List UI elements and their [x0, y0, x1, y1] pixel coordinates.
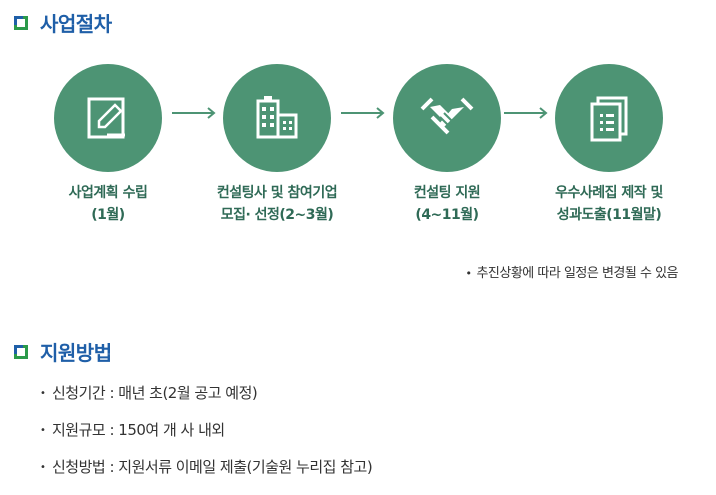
- support-method-list: •신청기간 : 매년 초(2월 공고 예정) •지원규모 : 150여 개 사 …: [40, 382, 373, 493]
- step-label: 사업계획 수립(1월): [68, 185, 148, 223]
- step-circle: [393, 64, 501, 172]
- section-header-procedure: 사업절차: [14, 8, 112, 37]
- section-header-method: 지원방법: [14, 337, 112, 366]
- section-square-icon: [14, 15, 28, 30]
- buildings-icon: [256, 96, 298, 139]
- schedule-note: 추진상황에 따라 일정은 변경될 수 있음: [465, 262, 678, 281]
- step-circle: [223, 64, 331, 172]
- section-title: 지원방법: [40, 341, 112, 365]
- list-item: •지원규모 : 150여 개 사 내외: [40, 419, 372, 456]
- arrow-right-icon: [341, 107, 385, 119]
- step-circle: [54, 64, 162, 172]
- step-label: 컨설팅 지원(4~11월): [413, 185, 481, 223]
- handshake-icon: [420, 97, 474, 135]
- process-step-1: 사업계획 수립(1월): [33, 64, 183, 226]
- step-circle: [555, 64, 663, 172]
- arrow-right-icon: [172, 107, 216, 119]
- bullet-dot-icon: •: [40, 462, 46, 473]
- section-title: 사업절차: [40, 12, 112, 36]
- bullet-dot-icon: •: [40, 425, 46, 436]
- process-step-3: 컨설팅 지원(4~11월): [372, 64, 522, 226]
- section-square-icon: [14, 344, 28, 359]
- bullet-dot-icon: •: [40, 388, 46, 399]
- document-pencil-icon: [87, 97, 125, 139]
- documents-icon: [590, 96, 628, 142]
- list-item: •신청기간 : 매년 초(2월 공고 예정): [40, 382, 372, 419]
- list-item: •신청방법 : 지원서류 이메일 제출(기술원 누리집 참고): [40, 456, 373, 493]
- arrow-right-icon: [504, 107, 548, 119]
